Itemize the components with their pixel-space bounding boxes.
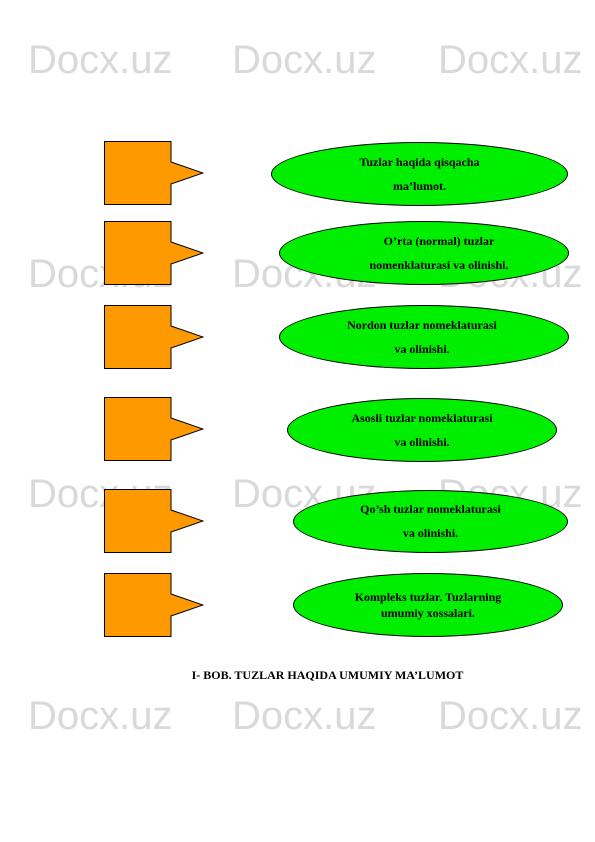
topic-oval-3: Nordon tuzlar nomeklaturasi va olinishi. xyxy=(279,305,569,369)
topic-oval-line1: O’rta (normal) tuzlar xyxy=(383,233,495,248)
arrow-callout-1 xyxy=(104,141,204,205)
arrow-callout-5 xyxy=(104,489,204,553)
watermark: Docx.uz xyxy=(232,38,377,82)
topic-oval-line2: umumiy xossalari. xyxy=(380,605,475,620)
arrow-callout-3 xyxy=(104,305,204,369)
chapter-heading: I- BOB. TUZLAR HAQIDA UMUMIY MA’LUMOT xyxy=(191,668,464,682)
topic-oval-4: Asosli tuzlar nomeklaturasi va olinishi. xyxy=(287,398,557,462)
arrow-callout-6 xyxy=(104,573,204,637)
watermark: Docx.uz xyxy=(232,694,377,738)
topic-oval-line1: Nordon tuzlar nomeklaturasi xyxy=(347,317,497,332)
watermark: Docx.uz xyxy=(28,38,173,82)
topic-oval-1: Tuzlar haqida qisqacha ma’lumot. xyxy=(271,142,568,206)
topic-oval-line2: va olinishi. xyxy=(394,341,450,356)
watermark: Docx.uz xyxy=(438,694,583,738)
topic-oval-2: O’rta (normal) tuzlar nomenklaturasi va … xyxy=(279,221,569,285)
topic-oval-6: Kompleks tuzlar. Tuzlarning umumiy xossa… xyxy=(293,573,563,637)
topic-oval-5: Qo’sh tuzlar nomeklaturasi va olinishi. xyxy=(293,490,568,553)
topic-oval-line1: Qo’sh tuzlar nomeklaturasi xyxy=(360,502,501,516)
topic-oval-line1: Kompleks tuzlar. Tuzlarning xyxy=(354,589,502,604)
topic-oval-line2: va olinishi. xyxy=(394,434,450,449)
arrow-callout-4 xyxy=(104,397,204,461)
topic-oval-line1: Asosli tuzlar nomeklaturasi xyxy=(351,410,493,425)
watermark: Docx.uz xyxy=(28,694,173,738)
watermark: Docx.uz xyxy=(438,38,583,82)
topic-oval-line2: va olinishi. xyxy=(402,526,459,540)
arrow-callout-2 xyxy=(104,221,204,285)
topic-oval-line2: ma’lumot. xyxy=(393,178,446,193)
topic-oval-line2: nomenklaturasi va olinishi. xyxy=(369,257,509,272)
topic-oval-line1: Tuzlar haqida qisqacha xyxy=(359,154,480,169)
